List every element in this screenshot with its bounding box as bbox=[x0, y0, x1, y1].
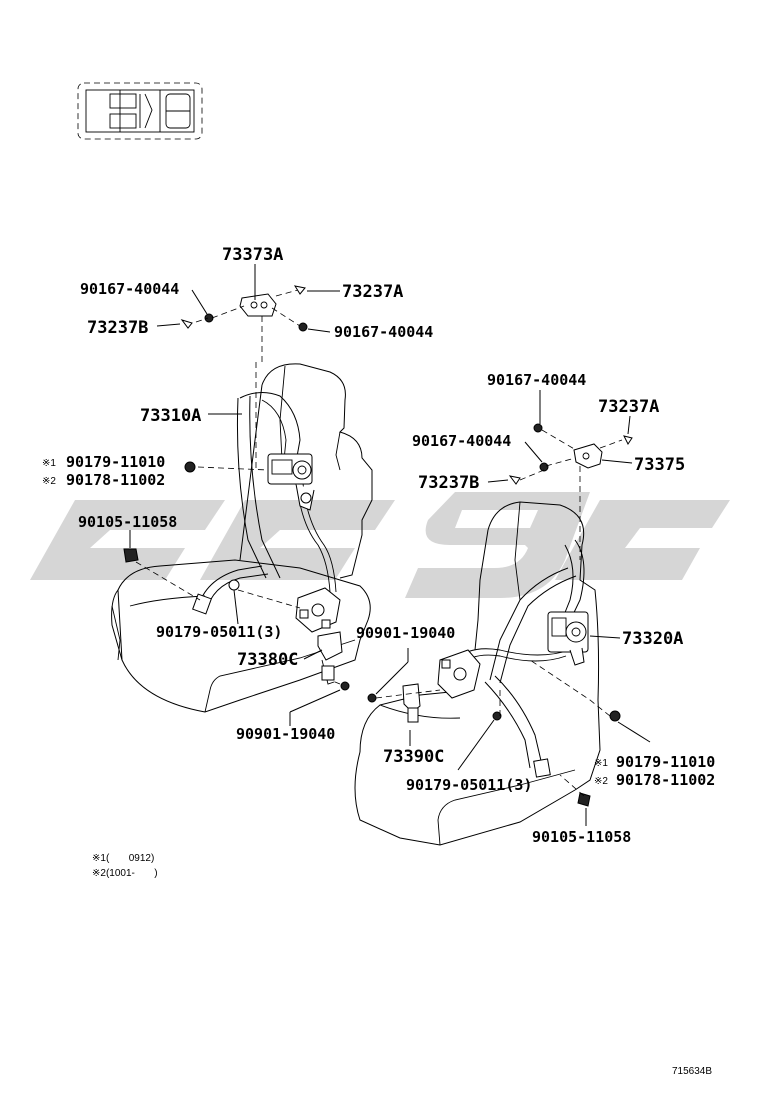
right-retractor-73320A bbox=[547, 611, 589, 666]
label-90901-19040-a: 90901-19040 bbox=[236, 725, 335, 743]
label-73237A-a: 73237A bbox=[342, 282, 403, 302]
label-90179-11010-a: 90179-11010 bbox=[66, 453, 165, 471]
label-73380C: 73380C bbox=[237, 650, 298, 670]
label-73373A: 73373A bbox=[222, 245, 283, 265]
footnotes: ※1( 0912) ※2(1001- ) bbox=[92, 853, 158, 879]
left-dashed-lines bbox=[135, 289, 341, 685]
footnote-2: ※2(1001- ) bbox=[92, 868, 158, 879]
label-73375: 73375 bbox=[634, 455, 685, 475]
watermark-logo bbox=[30, 492, 730, 598]
right-fasteners bbox=[367, 423, 633, 807]
label-90167-40044-a: 90167-40044 bbox=[80, 280, 179, 298]
label-note1-b: ※1 bbox=[594, 758, 608, 769]
left-buckle-73380C bbox=[295, 587, 343, 685]
label-73237B-b: 73237B bbox=[418, 473, 479, 493]
vehicle-seat-layout-icon bbox=[77, 82, 203, 140]
label-90178-11002-a: 90178-11002 bbox=[66, 471, 165, 489]
part-labels: 73373A 90167-40044 73237A 73237B 90167-4… bbox=[42, 245, 715, 846]
figure-number: 715634B bbox=[672, 1066, 712, 1077]
label-73237A-b: 73237A bbox=[598, 397, 659, 417]
left-leader-lines bbox=[129, 264, 341, 726]
left-seat-belt bbox=[192, 392, 337, 615]
label-90901-19040-b: 90901-19040 bbox=[356, 624, 455, 642]
label-note2-b: ※2 bbox=[594, 776, 608, 787]
right-seat bbox=[354, 501, 601, 846]
footnote-1: ※1( 0912) bbox=[92, 853, 154, 864]
right-buckle-73390C bbox=[402, 649, 481, 723]
label-note1-a: ※1 bbox=[42, 458, 56, 469]
label-90179-11010-b: 90179-11010 bbox=[616, 753, 715, 771]
label-90179-05011-a: 90179-05011(3) bbox=[156, 623, 282, 641]
left-retractor-73310A bbox=[267, 453, 315, 511]
label-90178-11002-b: 90178-11002 bbox=[616, 771, 715, 789]
left-seat bbox=[111, 363, 373, 713]
label-90167-40044-b: 90167-40044 bbox=[334, 323, 433, 341]
label-73320A: 73320A bbox=[622, 629, 683, 649]
label-90167-40044-c: 90167-40044 bbox=[487, 371, 586, 389]
label-73237B-a: 73237B bbox=[87, 318, 148, 338]
label-90105-11058-b: 90105-11058 bbox=[532, 828, 631, 846]
right-leader-lines bbox=[375, 390, 651, 826]
label-73390C: 73390C bbox=[383, 747, 444, 767]
label-90167-40044-d: 90167-40044 bbox=[412, 432, 511, 450]
label-90179-05011-b: 90179-05011(3) bbox=[406, 776, 532, 794]
right-dashed-lines bbox=[375, 429, 623, 797]
left-fasteners bbox=[123, 285, 350, 691]
right-seat-belt bbox=[454, 539, 585, 778]
label-90105-11058-a: 90105-11058 bbox=[78, 513, 177, 531]
label-note2-a: ※2 bbox=[42, 476, 56, 487]
label-73310A: 73310A bbox=[140, 406, 201, 426]
